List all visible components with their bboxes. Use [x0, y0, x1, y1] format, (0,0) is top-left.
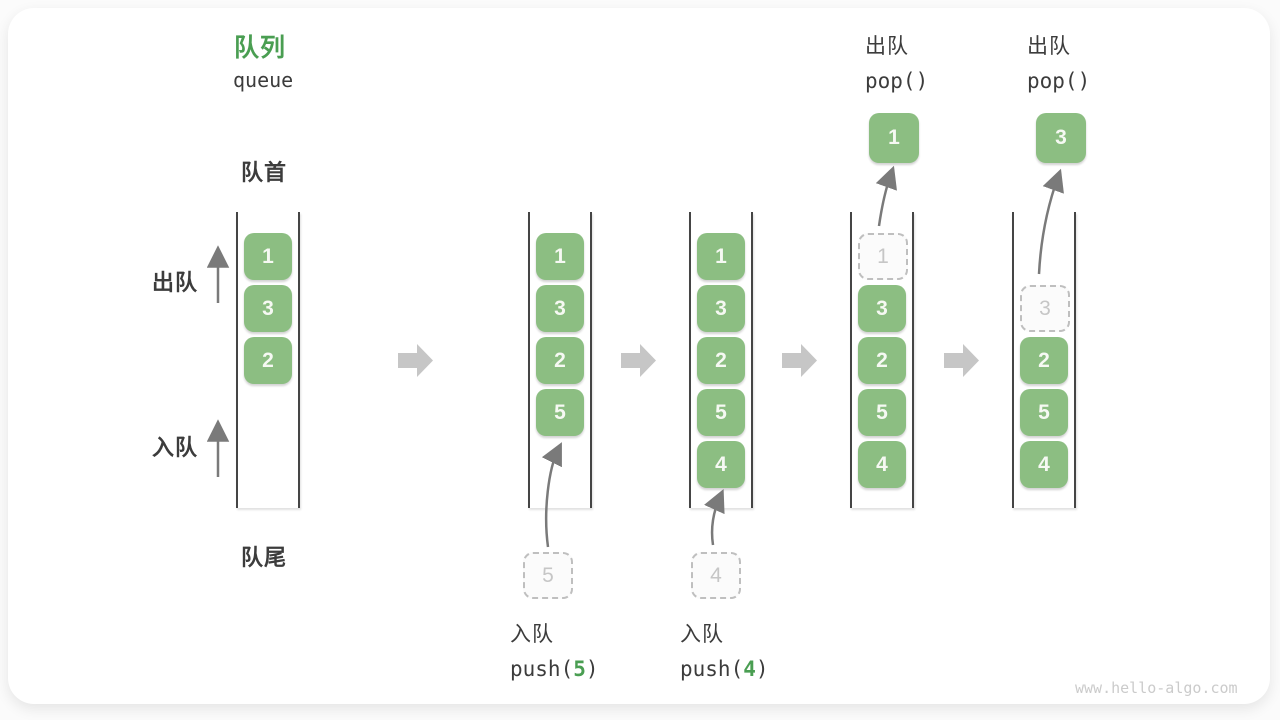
pop-label: 出队: [865, 35, 909, 58]
pop-code: pop(): [1027, 69, 1091, 93]
push-code: push(4): [680, 657, 769, 681]
queue-item: 3: [536, 285, 584, 332]
push-arg: 4: [743, 657, 756, 681]
queue-state-3: 1 3 2 5 4: [689, 212, 753, 508]
queue-item: 4: [1020, 441, 1068, 488]
queue-front-label: 队首: [241, 160, 288, 185]
staged-item: 5: [523, 552, 573, 599]
push-close: ): [585, 657, 599, 681]
pop-code: pop(): [865, 69, 929, 93]
queue-item: 2: [244, 337, 292, 384]
pop-operation-2: 出队 pop(): [1027, 30, 1090, 93]
queue-item-removed: 1: [858, 233, 908, 280]
popped-item: 3: [1036, 113, 1086, 163]
figure-title-zh: 队列: [234, 34, 287, 62]
push-fn: push(: [510, 657, 574, 681]
queue-item: 2: [1020, 337, 1068, 384]
queue-state-5: 3 2 5 4: [1012, 212, 1076, 508]
figure-title-en: queue: [233, 68, 294, 92]
push-fn: push(: [680, 657, 744, 681]
dequeue-side-label: 出队: [152, 270, 199, 295]
queue-state-1: 1 3 2: [236, 212, 300, 508]
push-close: ): [755, 657, 769, 681]
pop-operation-1: 出队 pop(): [865, 30, 928, 93]
queue-item: 5: [697, 389, 745, 436]
queue-item: 2: [697, 337, 745, 384]
push-arg: 5: [573, 657, 586, 681]
push-operation-2: 入队 push(4): [680, 618, 769, 681]
queue-item: 4: [858, 441, 906, 488]
queue-item: 1: [244, 233, 292, 280]
queue-item: 3: [858, 285, 906, 332]
figure-card: [8, 8, 1270, 704]
queue-item: 1: [697, 233, 745, 280]
queue-item: 3: [697, 285, 745, 332]
push-code: push(5): [510, 657, 599, 681]
enqueue-side-label: 入队: [152, 435, 199, 460]
push-label: 入队: [680, 623, 724, 646]
pop-label: 出队: [1027, 35, 1071, 58]
popped-item: 1: [869, 113, 919, 163]
queue-state-2: 1 3 2 5: [528, 212, 592, 508]
push-operation-1: 入队 push(5): [510, 618, 599, 681]
queue-item: 1: [536, 233, 584, 280]
queue-item: 5: [536, 389, 584, 436]
push-label: 入队: [510, 623, 554, 646]
queue-item: 4: [697, 441, 745, 488]
queue-rear-label: 队尾: [241, 545, 288, 570]
watermark: www.hello-algo.com: [1075, 679, 1238, 697]
queue-item: 5: [1020, 389, 1068, 436]
queue-item: 5: [858, 389, 906, 436]
queue-item: 2: [536, 337, 584, 384]
queue-item: 3: [244, 285, 292, 332]
queue-item-removed: 3: [1020, 285, 1070, 332]
queue-item: 2: [858, 337, 906, 384]
staged-item: 4: [691, 552, 741, 599]
queue-state-4: 1 3 2 5 4: [850, 212, 914, 508]
